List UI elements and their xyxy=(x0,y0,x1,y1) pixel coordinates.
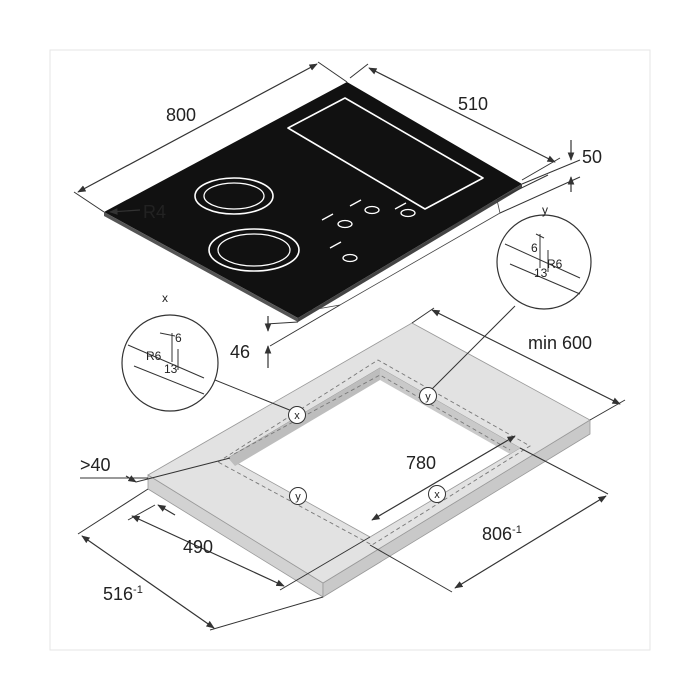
detail-y-r6: R6 xyxy=(547,257,563,271)
dim-line-510 xyxy=(368,67,556,163)
countertop-right-edge xyxy=(322,419,591,598)
dim-line-516 xyxy=(81,535,215,629)
dim-line-min600 xyxy=(431,309,621,405)
diagram-frame xyxy=(49,49,651,651)
label-r4: R4 xyxy=(143,202,166,222)
detail-x-13: 13 xyxy=(164,362,178,376)
control-knobs xyxy=(321,199,416,263)
cutout-inner-wall-right xyxy=(380,368,520,454)
detail-y-13: 13 xyxy=(534,266,548,280)
svg-text:y: y xyxy=(425,391,431,403)
marker-x-right: x xyxy=(428,485,446,503)
control-knob-2-icon xyxy=(349,199,380,215)
detail-x xyxy=(121,314,219,412)
detail-x-r6: R6 xyxy=(146,349,162,363)
detail-x-title: x xyxy=(162,291,168,305)
control-knob-4-icon xyxy=(329,241,358,263)
svg-text:x: x xyxy=(434,489,440,501)
svg-text:x: x xyxy=(294,410,300,422)
label-490: 490 xyxy=(183,537,213,557)
label-800: 800 xyxy=(166,105,196,125)
label-46: 46 xyxy=(230,342,250,362)
cooktop-glass-edge-right xyxy=(298,184,522,322)
svg-text:y: y xyxy=(295,491,301,503)
large-round-zone xyxy=(208,228,300,272)
detail-y-6: 6 xyxy=(531,241,538,255)
label-516: 516-1 xyxy=(103,584,143,604)
dim-line-780 xyxy=(371,435,516,521)
rectangular-zone xyxy=(287,97,484,210)
detail-y-title: y xyxy=(542,203,548,217)
detail-y xyxy=(496,214,592,310)
cooktop-glass-edge xyxy=(104,212,298,322)
cutout-rim-dashed xyxy=(217,359,531,546)
label-806: 806-1 xyxy=(482,524,522,544)
marker-y-back: y xyxy=(419,387,437,405)
label-50: 50 xyxy=(582,147,602,167)
control-knob-1-icon xyxy=(321,213,353,229)
label-510: 510 xyxy=(458,94,488,114)
detail-x-6: 6 xyxy=(175,331,182,345)
dim-line-806 xyxy=(454,495,607,589)
label-780: 780 xyxy=(406,453,436,473)
countertop-dimensions xyxy=(77,307,626,631)
label-min600: min 600 xyxy=(528,333,592,353)
control-knob-3-icon xyxy=(394,202,416,218)
label-gt40: >40 xyxy=(80,455,111,475)
dim-line-800 xyxy=(77,63,318,193)
countertop-dashed-inner xyxy=(233,374,511,455)
cooktop-dimensions xyxy=(73,61,581,368)
marker-x-left: x xyxy=(288,406,306,424)
marker-y-front: y xyxy=(289,487,307,505)
